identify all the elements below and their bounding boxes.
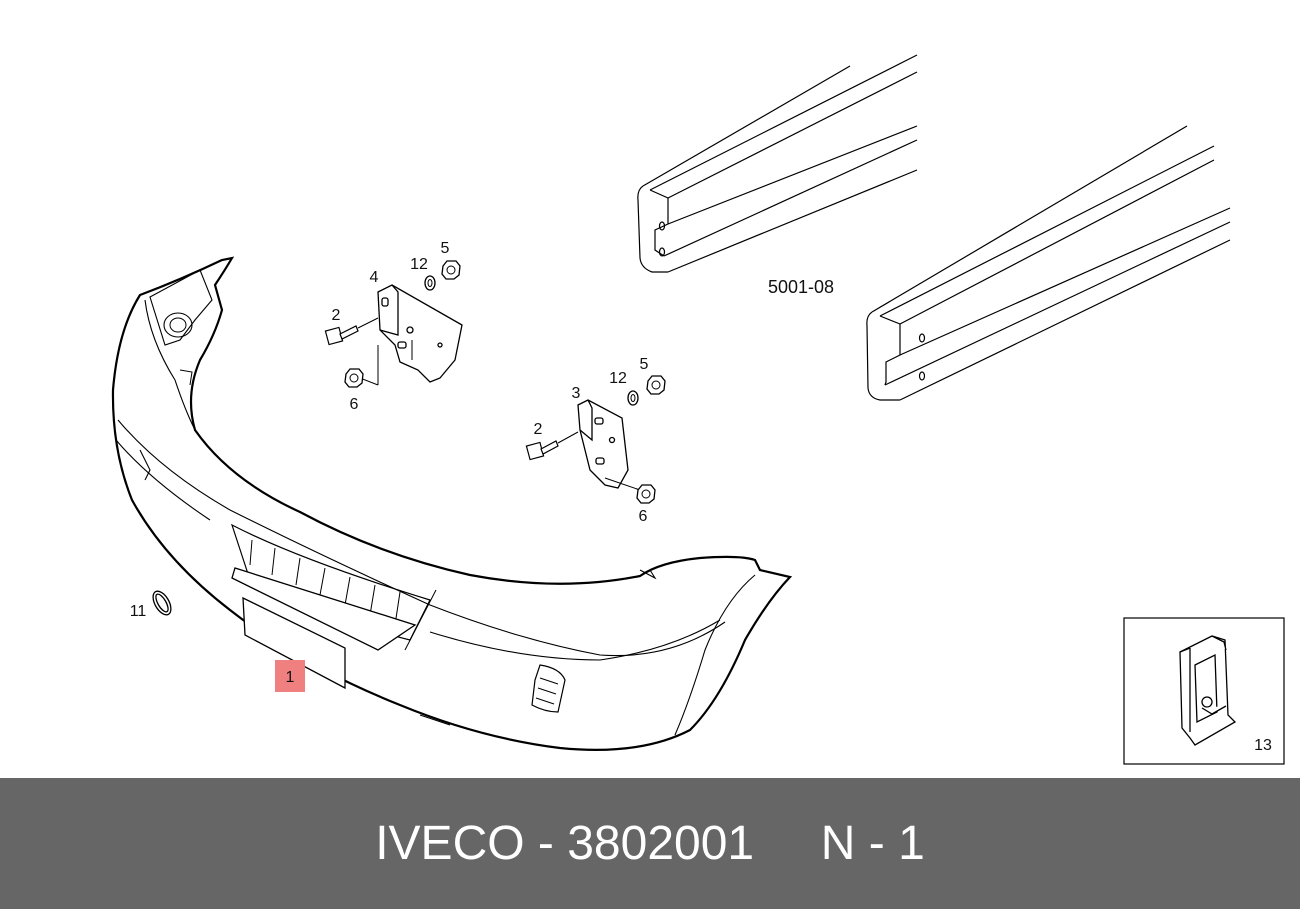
reference-code: 5001-08: [768, 277, 834, 297]
nut-6b: [636, 484, 656, 504]
callout-1: 1: [286, 669, 295, 686]
callout-2a: 2: [332, 307, 341, 324]
chassis-rail-lower: [866, 125, 1231, 401]
bolt-2a: [324, 317, 379, 346]
nut-6a: [344, 368, 364, 388]
bolt-2b: [525, 431, 579, 461]
callout-5a: 5: [441, 240, 450, 257]
callout-11: 11: [130, 603, 147, 620]
footer-bar: IVECO - 3802001 N - 1: [0, 778, 1300, 909]
callout-13: 13: [1254, 737, 1272, 754]
nut-5a: [441, 260, 461, 280]
washer-12a: [424, 275, 436, 291]
inset-detail-13: [1123, 617, 1285, 765]
callout-6b: 6: [639, 508, 648, 525]
callout-12a: 12: [410, 256, 428, 273]
callout-4: 4: [370, 269, 379, 286]
callout-2b: 2: [534, 421, 543, 438]
bracket-3: [577, 399, 641, 491]
chassis-rail-upper: [637, 54, 918, 273]
highlight-part-1: [275, 660, 305, 692]
parts-diagram: 1 2 2 3 4 5 5 6 6 11 12 12 13 5001-08: [111, 54, 1285, 765]
footer-title: IVECO - 3802001 N - 1: [375, 817, 925, 870]
callout-12b: 12: [609, 370, 627, 387]
callout-5b: 5: [640, 356, 649, 373]
clip-11: [152, 590, 172, 616]
nut-5b: [646, 375, 666, 395]
washer-12b: [627, 390, 639, 406]
callout-6a: 6: [350, 396, 359, 413]
callout-3: 3: [572, 385, 581, 402]
front-bumper: [111, 256, 793, 751]
bracket-4: [359, 284, 463, 386]
